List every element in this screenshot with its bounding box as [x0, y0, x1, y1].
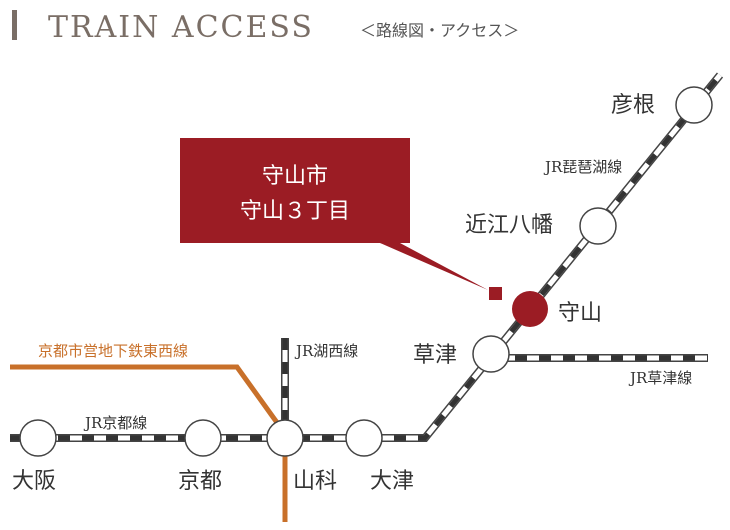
station-hikone: [675, 86, 713, 124]
title-bar: [12, 10, 17, 40]
label-otsu: 大津: [370, 469, 414, 494]
station-yamashina: [266, 419, 304, 457]
label-omihachiman: 近江八幡: [465, 213, 553, 238]
location-callout: [180, 138, 488, 290]
label-kyoto: 京都: [178, 469, 222, 494]
station-kyoto: [184, 419, 222, 457]
label-yamashina: 山科: [293, 469, 337, 494]
label-osaka: 大阪: [12, 469, 56, 494]
label-jr-kusatsu-line: JR草津線: [628, 369, 692, 387]
page-subtitle: ＜路線図・アクセス＞: [360, 21, 519, 40]
label-hikone: 彦根: [611, 93, 655, 118]
page-title: TRAIN ACCESS: [48, 10, 314, 45]
jr-lines: [10, 72, 724, 442]
station-moriyama: [512, 291, 548, 327]
callout-line2: 守山３丁目: [240, 199, 350, 224]
station-omihachiman: [579, 207, 617, 245]
callout-line1: 守山市: [262, 164, 328, 189]
label-jr-kyoto-line: JR京都線: [83, 414, 147, 432]
label-jr-kosei-line: JR湖西線: [294, 342, 358, 360]
label-kusatsu: 草津: [413, 343, 457, 368]
tozai-line: [10, 364, 281, 426]
label-tozai-line: 京都市営地下鉄東西線: [38, 342, 188, 360]
location-marker: [489, 287, 502, 300]
label-moriyama: 守山: [558, 301, 602, 326]
station-osaka: [19, 419, 57, 457]
station-kusatsu: [472, 335, 510, 373]
station-otsu: [345, 419, 383, 457]
label-jr-biwako-line: JR琵琶湖線: [543, 158, 622, 176]
